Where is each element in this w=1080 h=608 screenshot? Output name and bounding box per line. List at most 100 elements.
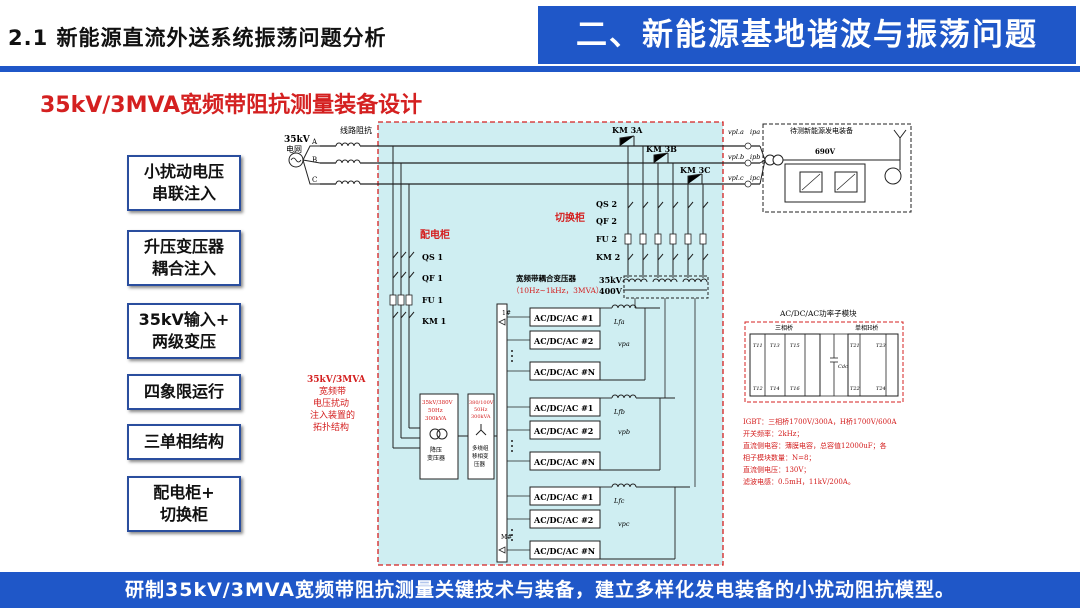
module-title: AC/DC/AC功率子模块 xyxy=(779,308,857,318)
feature-line: 耦合注入 xyxy=(151,259,216,278)
phase-label: A xyxy=(311,138,318,146)
coupling-transformer-box xyxy=(623,275,709,299)
igbt-label: T14 xyxy=(770,386,780,392)
igbt-label: T12 xyxy=(753,386,763,392)
transformer-name: 移相变 xyxy=(472,452,489,460)
feature-line: 两级变压 xyxy=(151,332,216,351)
grid-voltage-label: 35kV xyxy=(284,135,311,145)
meas-current: ipa xyxy=(750,128,760,136)
multi-winding-transformer xyxy=(467,393,495,480)
feature-box-series-injection: 小扰动电压串联注入 xyxy=(127,155,241,211)
rating-line: 50Hz xyxy=(474,407,488,413)
rating-line: 35kV/380V xyxy=(422,400,454,406)
module-cap-label: Cdc xyxy=(838,364,848,370)
igbt-label: T24 xyxy=(876,386,886,392)
feature-line: 小扰动电压 xyxy=(143,162,224,181)
feature-line: 切换柜 xyxy=(159,505,208,524)
meas-current: ipb xyxy=(750,153,760,161)
converter-group-b xyxy=(529,397,601,471)
converter-label: AC/DC/AC #2 xyxy=(533,426,593,436)
igbt-label: T16 xyxy=(790,386,801,392)
injection-label: vpa xyxy=(618,340,630,348)
terminal-label: M# xyxy=(501,534,512,541)
device-label-line: 电压扰动 xyxy=(313,397,349,409)
igbt-label: T21 xyxy=(850,343,860,349)
footer-banner: 研制35kV/3MVA宽频带阻抗测量关键技术与装备，建立多样化发电装备的小扰动阻… xyxy=(0,572,1080,608)
feature-line: 配电柜+ xyxy=(153,483,215,502)
device-label-line: 宽频带 xyxy=(319,385,346,397)
filter-label: Lfb xyxy=(613,408,625,416)
converter-label: AC/DC/AC #2 xyxy=(533,515,593,525)
topology-diagram: 35kV 电网 线路阻抗 A B C 配电柜 QS 1 QF 1 FU 1 KM… xyxy=(284,121,912,566)
converter-group-c xyxy=(529,486,601,560)
rating-line: 300kVA xyxy=(471,414,491,420)
line-impedance-label: 线路阻抗 xyxy=(340,125,372,135)
switch-qs1: QS 1 xyxy=(422,252,443,262)
converter-label: AC/DC/AC #1 xyxy=(533,403,593,413)
filter-label: Lfa xyxy=(613,318,625,326)
feature-box-transformer-coupling: 升压变压器耦合注入 xyxy=(127,230,241,286)
dut-converter-box xyxy=(784,163,866,203)
coupling-title: 宽频带耦合变压器 xyxy=(516,273,576,283)
rating-line: 50Hz xyxy=(428,408,443,414)
header-rule xyxy=(0,66,1080,72)
switch-cabinet-label: 切换柜 xyxy=(555,211,585,224)
spec-line: IGBT：三相桥1700V/300A，H桥1700V/600A xyxy=(743,417,898,426)
switch-qf2: QF 2 xyxy=(596,216,617,226)
spec-line: 滤波电感：0.5mH，11kV/200A。 xyxy=(743,477,855,486)
generator-icon xyxy=(884,167,902,185)
converter-label: AC/DC/AC #N xyxy=(533,367,595,377)
meas-voltage: vpl.a xyxy=(728,128,744,136)
power-submodule-box xyxy=(744,321,904,403)
switch-qs2: QS 2 xyxy=(596,199,617,209)
meas-voltage: vpl.b xyxy=(728,153,744,161)
device-label-line: 注入装置的 xyxy=(310,409,355,421)
voltage-400v-label: 400V xyxy=(599,286,623,296)
rating-line: 380/100V xyxy=(469,400,494,406)
filter-label: Lfc xyxy=(613,497,625,505)
converter-label: AC/DC/AC #N xyxy=(533,546,595,556)
km3c-label: KM 3C xyxy=(680,165,711,175)
igbt-label: T11 xyxy=(753,343,763,349)
igbt-label: T22 xyxy=(850,386,860,392)
device-label-line: 35kV/3MVA xyxy=(307,375,367,385)
feature-line: 三单相结构 xyxy=(143,432,224,451)
spec-line: 相子模块数量：N=8； xyxy=(743,453,815,462)
igbt-label: T23 xyxy=(876,343,886,349)
igbt-label: T13 xyxy=(770,343,780,349)
grid-name-label: 电网 xyxy=(286,144,302,154)
spec-line: 开关频率：2kHz； xyxy=(743,429,804,438)
module-left-label: 三相桥 xyxy=(775,324,793,332)
dut-title: 待测新能源发电装备 xyxy=(790,126,853,135)
transformer-name: 变压器 xyxy=(427,454,445,462)
dut-voltage: 690V xyxy=(815,147,836,156)
winding-bus xyxy=(496,303,508,563)
transformer-name: 降压 xyxy=(430,446,442,454)
phase-label: C xyxy=(312,176,317,184)
phase-label: B xyxy=(312,156,317,164)
feature-line: 四象限运行 xyxy=(143,382,224,401)
feature-line: 串联注入 xyxy=(151,184,216,203)
switch-km1: KM 1 xyxy=(422,316,446,326)
slide-subtitle: 35kV/3MVA宽频带阻抗测量装备设计 xyxy=(40,93,423,118)
module-right-label: 单相H桥 xyxy=(855,324,878,332)
switch-qf1: QF 1 xyxy=(422,273,443,283)
meas-voltage: vpl.c xyxy=(728,174,744,182)
transformer-name: 压器 xyxy=(474,461,486,468)
device-label-line: 拓扑结构 xyxy=(313,421,349,433)
transformer-name: 多绕组 xyxy=(472,444,489,452)
dist-cabinet-label: 配电柜 xyxy=(420,228,450,241)
rating-line: 300kVA xyxy=(425,416,447,422)
switch-fu1: FU 1 xyxy=(422,295,443,305)
converter-label: AC/DC/AC #2 xyxy=(533,336,593,346)
km3a-label: KM 3A xyxy=(612,125,643,135)
coupling-range: （10Hz~1kHz，3MVA） xyxy=(512,286,603,295)
chapter-title-banner: 二、新能源基地谐波与振荡问题 xyxy=(538,6,1076,64)
converter-group-a xyxy=(529,307,601,381)
converter-label: AC/DC/AC #N xyxy=(533,457,595,467)
converter-label: AC/DC/AC #1 xyxy=(533,313,593,323)
switch-km2: KM 2 xyxy=(596,252,620,262)
spec-line: 直流侧电压：130V； xyxy=(743,465,810,474)
injection-label: vpb xyxy=(618,428,630,436)
switch-fu2: FU 2 xyxy=(596,234,617,244)
